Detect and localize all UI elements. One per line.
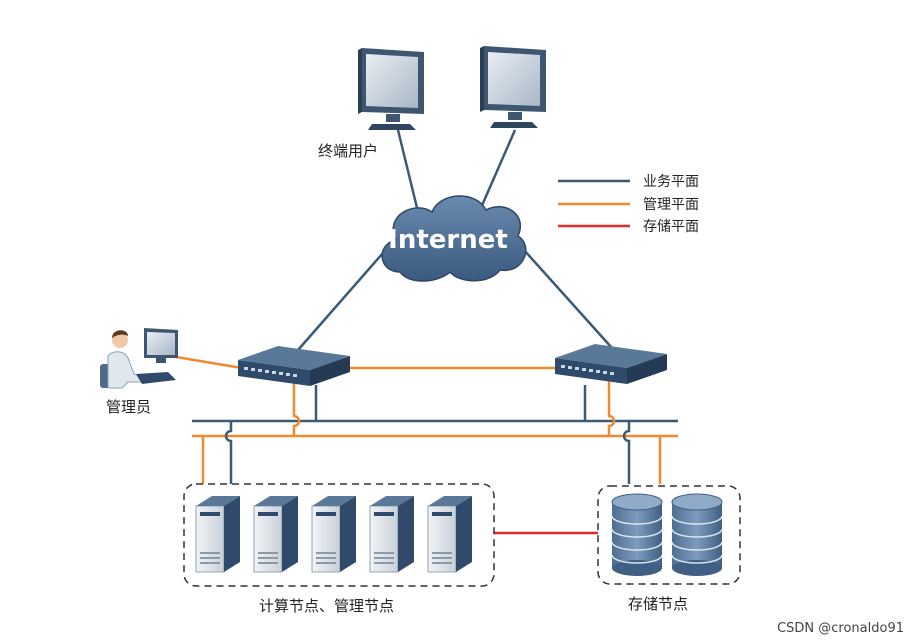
network-buses — [192, 419, 678, 438]
server-icon — [369, 496, 414, 573]
business-links-top — [297, 129, 613, 351]
terminal-monitor-icon — [358, 48, 424, 130]
watermark-text: CSDN @cronaldo91 — [777, 621, 904, 636]
legend-storage-label: 存储平面 — [643, 219, 699, 235]
legend: 业务平面 管理平面 存储平面 — [558, 174, 699, 235]
storage-disk-icon — [671, 493, 723, 576]
switch-drop-links — [292, 380, 616, 436]
terminal-monitor-icon — [480, 46, 546, 128]
compute-group-box — [183, 483, 495, 587]
server-icon — [195, 496, 240, 573]
admin-user-icon — [100, 328, 178, 389]
switch-icon — [555, 344, 667, 384]
storage-disk-icon — [611, 493, 663, 576]
server-icon — [427, 496, 472, 573]
server-icon — [311, 496, 356, 573]
admin-label: 管理员 — [106, 398, 151, 416]
storage-nodes-label: 存储节点 — [628, 595, 688, 613]
storage-group-box — [597, 485, 741, 585]
legend-management-label: 管理平面 — [643, 197, 699, 213]
compute-drop-links — [201, 421, 233, 484]
internet-cloud-icon: Internet — [381, 195, 527, 282]
server-icon — [253, 496, 298, 573]
terminal-users-label: 终端用户 — [318, 142, 378, 160]
switch-icon — [238, 346, 350, 386]
admin-mgmt-link — [175, 355, 243, 370]
compute-servers — [195, 496, 472, 573]
storage-drop-links — [622, 421, 662, 484]
compute-nodes-label: 计算节点、管理节点 — [259, 597, 394, 615]
legend-business-label: 业务平面 — [643, 174, 699, 190]
internet-label: Internet — [388, 225, 508, 255]
